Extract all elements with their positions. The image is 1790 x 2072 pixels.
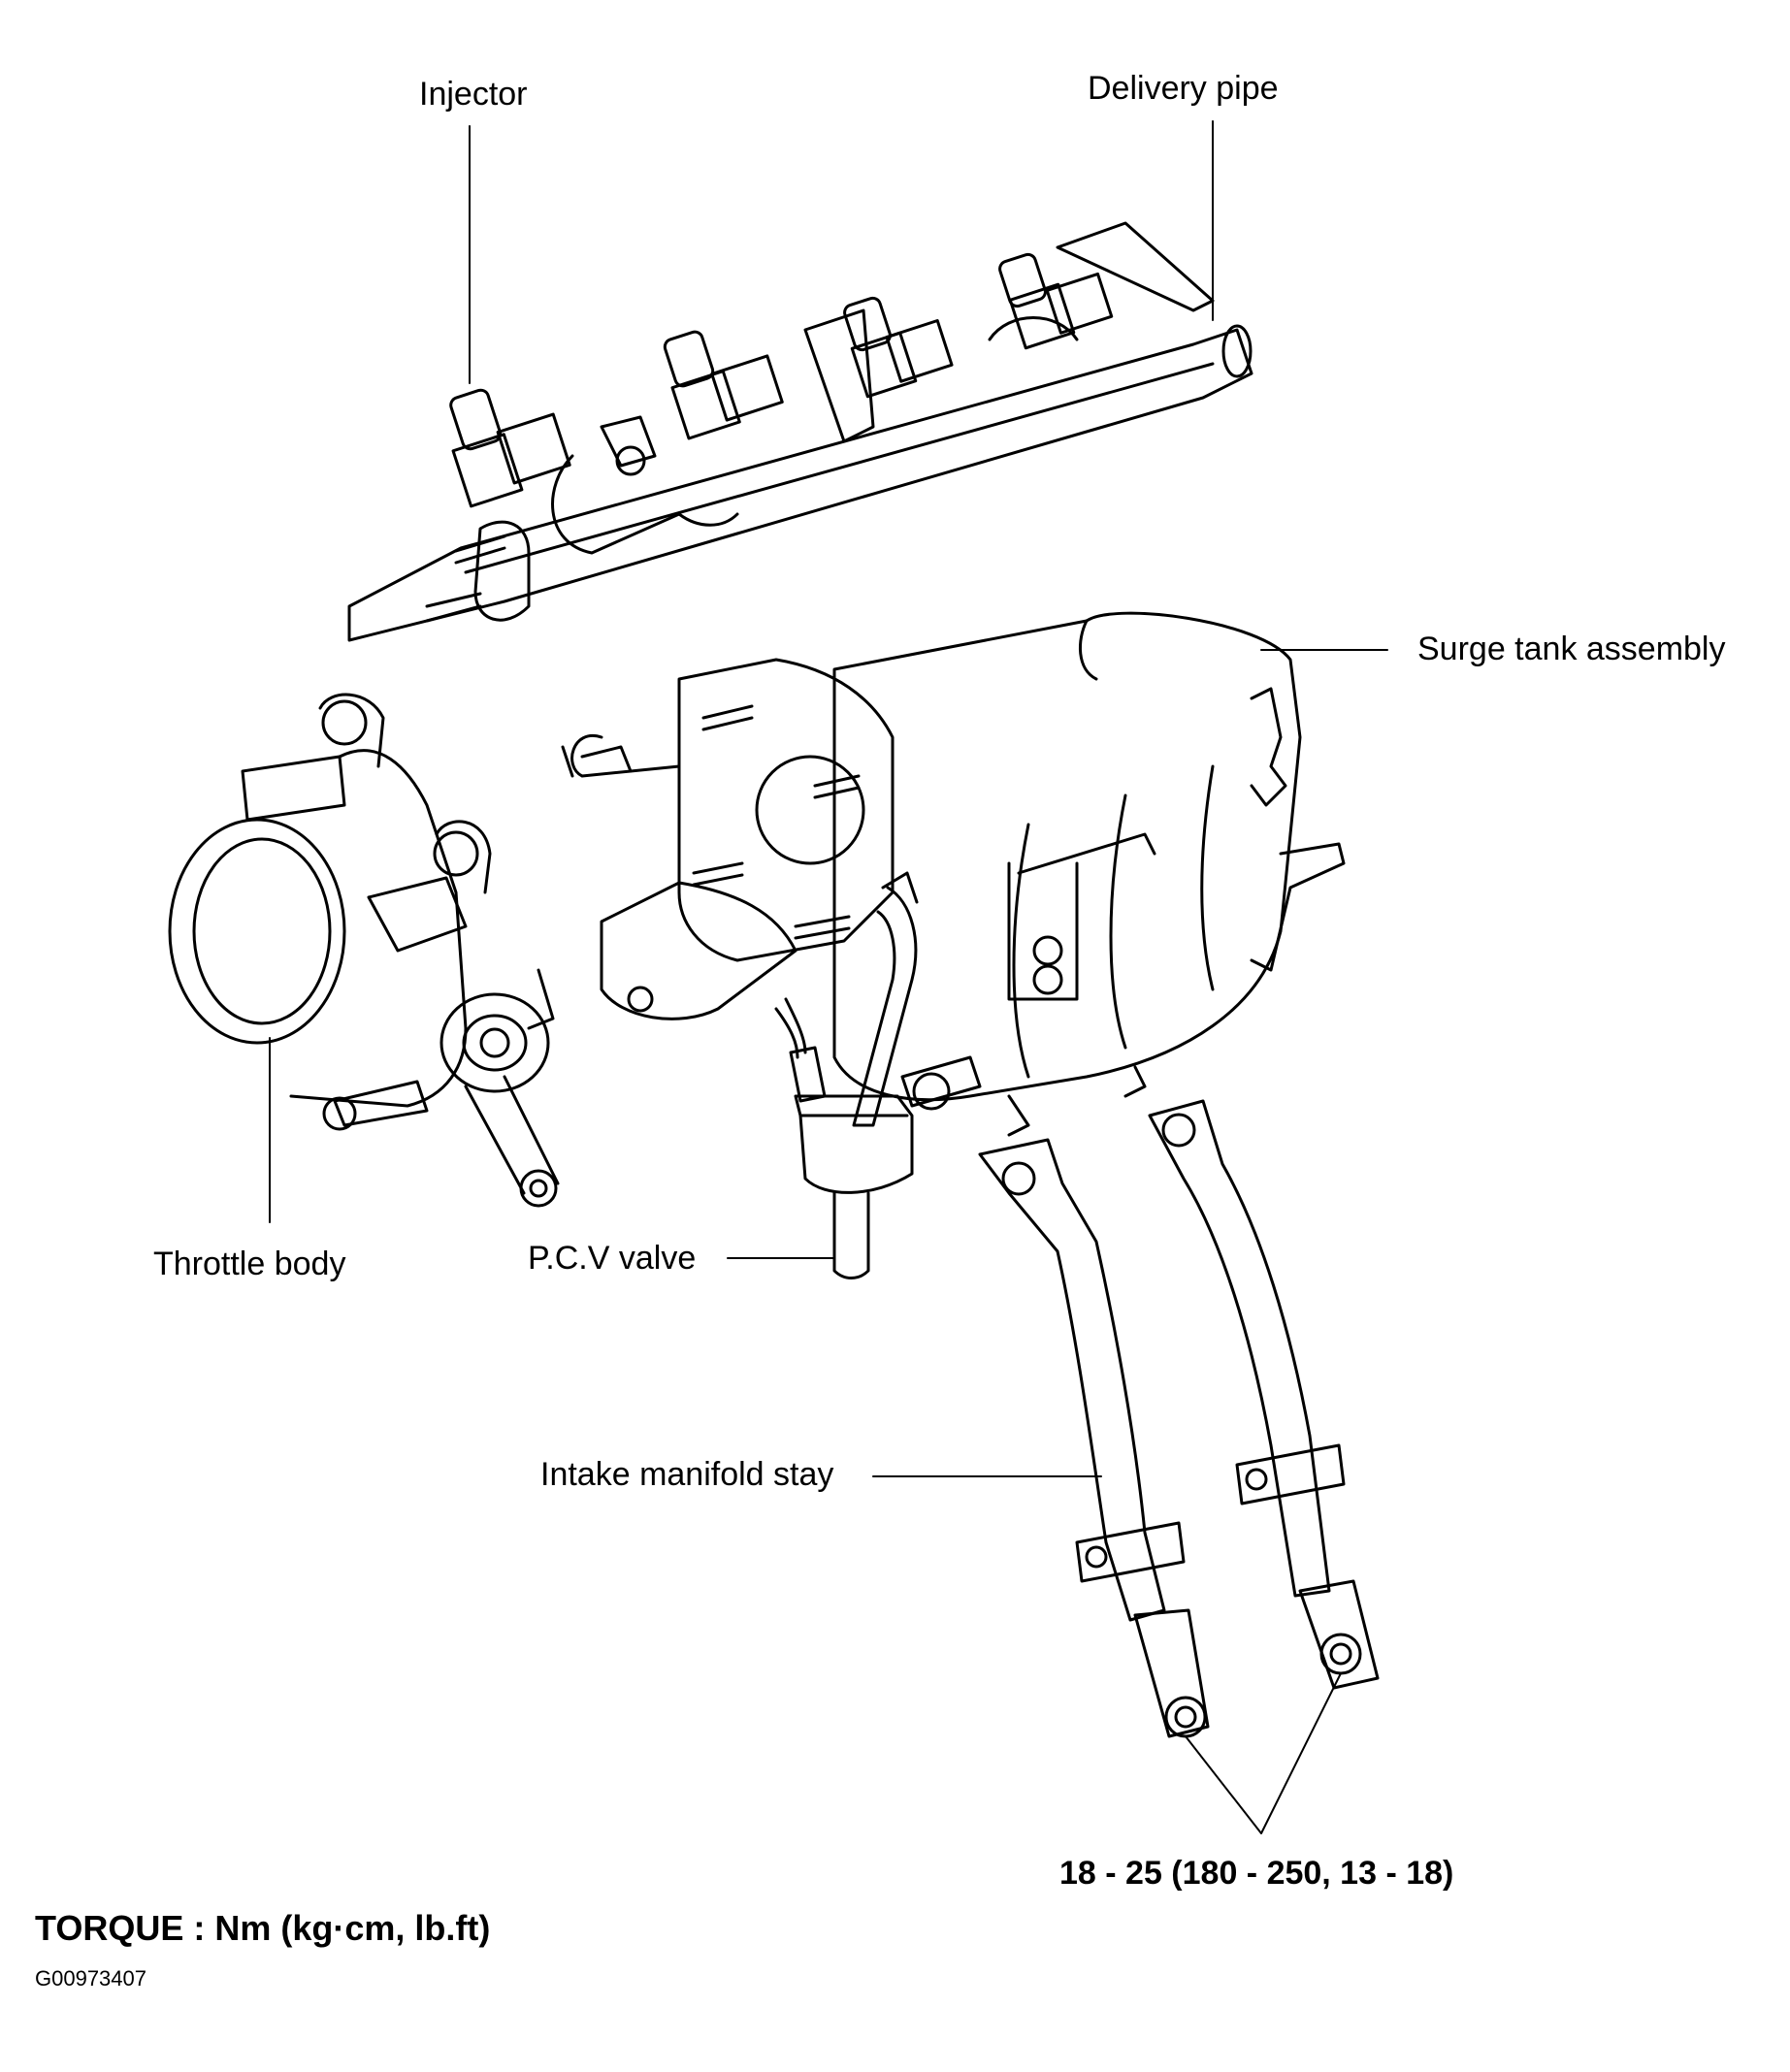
label-throttle-body: Throttle body [153,1246,346,1282]
injector-2 [663,330,784,440]
label-pcv-valve: P.C.V valve [528,1240,697,1277]
intake-manifold-stay-right [1148,1099,1380,1690]
label-torque-spec: 18 - 25 (180 - 250, 13 - 18) [1059,1855,1454,1892]
throttle-body [168,693,560,1208]
label-injector: Injector [419,76,528,113]
stay-bolt-left [1164,1696,1207,1738]
delivery-pipe-rail [347,221,1253,642]
injector-3 [843,296,954,399]
injector-1 [449,388,571,508]
stay-bolt-right [1319,1633,1362,1675]
figure-code: G00973407 [35,1966,146,1991]
pcv-valve [774,871,919,1279]
torque-units-caption: TORQUE : Nm (kg·cm, lb.ft) [35,1908,491,1948]
intake-manifold-stay-left [978,1138,1210,1738]
surge-tank-assembly [561,611,1346,1137]
leader-lines [269,120,1388,1834]
injector-4 [998,252,1114,350]
label-delivery-pipe: Delivery pipe [1088,70,1279,107]
label-intake-manifold-stay: Intake manifold stay [540,1456,834,1493]
label-surge-tank-assembly: Surge tank assembly [1417,631,1726,667]
